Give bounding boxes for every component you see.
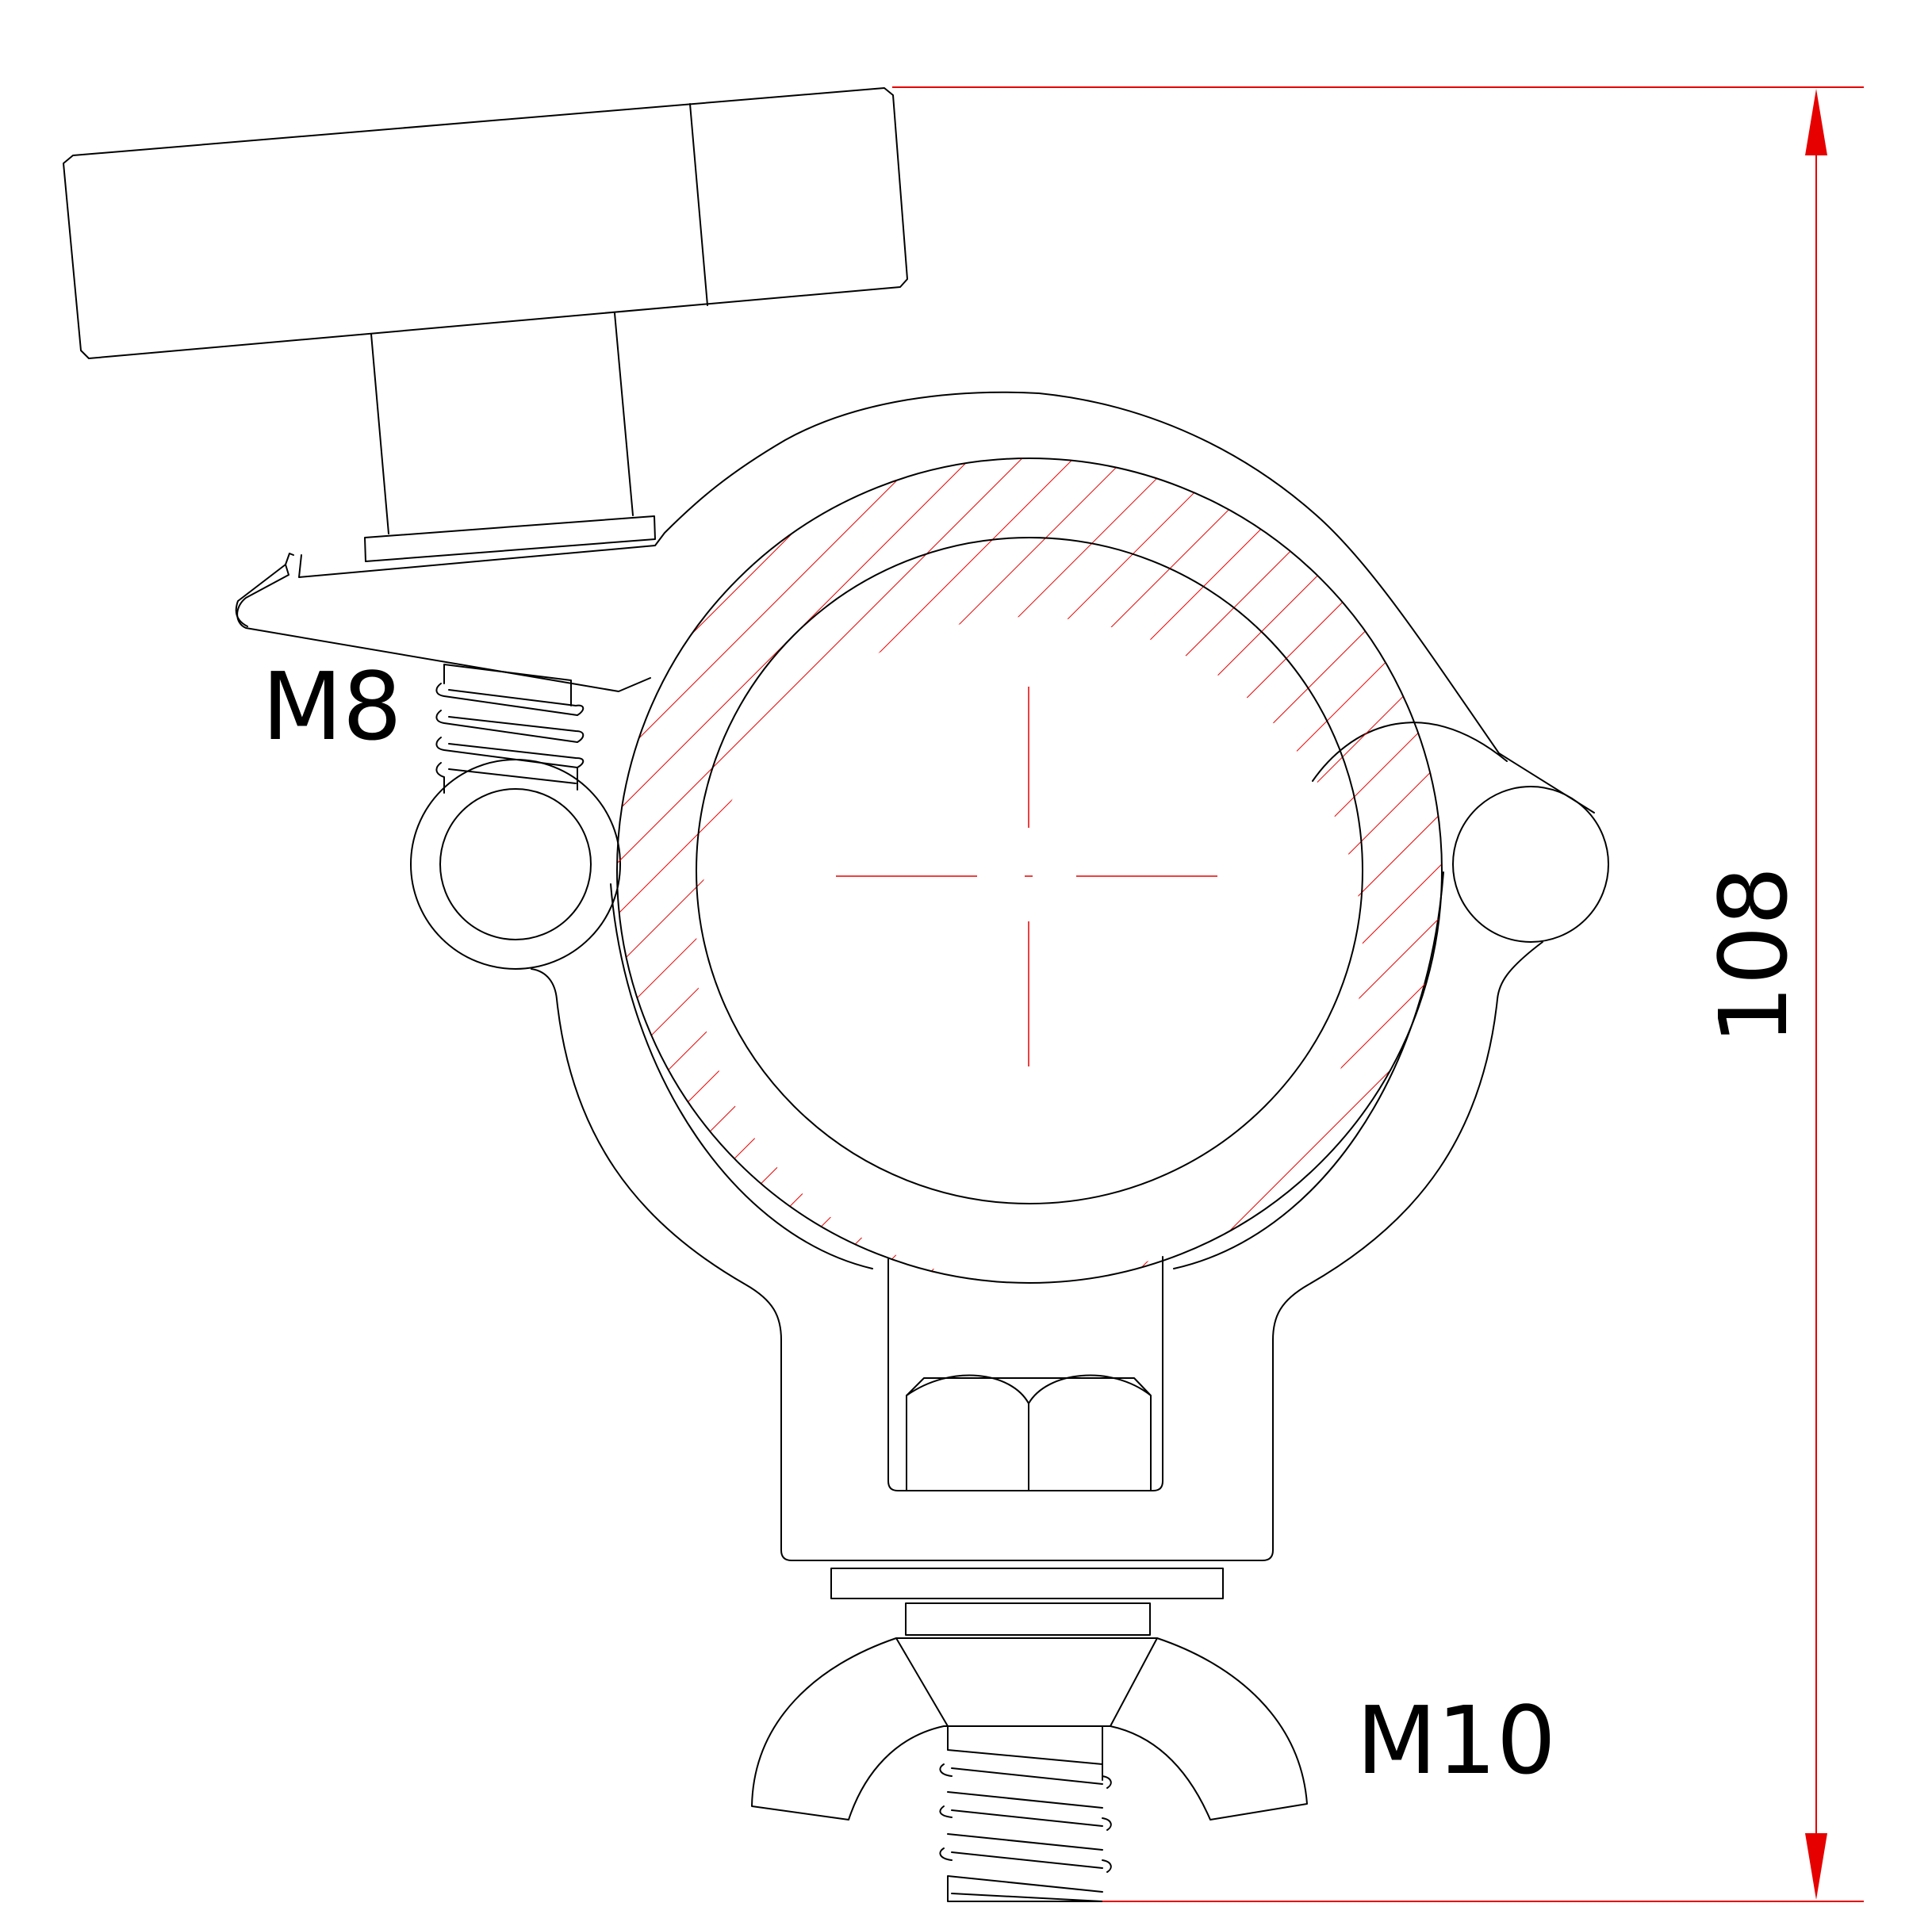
center-mark <box>836 687 1217 1066</box>
washers <box>830 1568 1224 1636</box>
dimension-arrow-bottom <box>1805 1833 1827 1900</box>
lever-pointer-tip <box>235 564 286 627</box>
clamp-body-slot <box>887 1256 1163 1491</box>
m8-thread <box>435 664 585 794</box>
right-knuckle <box>1452 786 1609 943</box>
right-knuckle-circle <box>1452 786 1609 943</box>
large-washer <box>830 1568 1224 1599</box>
t-handle-grip-division <box>689 103 708 306</box>
tube-wall-hatch <box>617 458 1442 1283</box>
t-handle-shaft <box>370 312 634 534</box>
height-dimension <box>892 86 1864 1902</box>
left-hinge-outer <box>410 759 621 970</box>
dimension-arrow-top <box>1805 89 1827 155</box>
tube-inner <box>696 537 1363 1204</box>
m10-label: M10 <box>1356 1686 1556 1795</box>
wing-nut-outline <box>751 1637 1308 1821</box>
t-handle-washer <box>364 515 656 562</box>
height-dimension-value: 108 <box>1699 866 1808 1044</box>
left-hinge-pin <box>439 788 592 940</box>
t-handle-grip <box>63 87 908 359</box>
tube-outer <box>616 458 1443 1284</box>
wing-nut-cone <box>895 1637 1158 1727</box>
clamp-inner-contour <box>610 871 1444 1269</box>
m8-label: M8 <box>262 652 402 761</box>
clamp-body-outline <box>531 941 1543 1561</box>
tube-section <box>616 458 1443 1284</box>
t-handle <box>63 87 908 562</box>
m10-thread <box>939 1725 1112 1902</box>
left-hinge <box>410 759 621 970</box>
small-washer <box>905 1602 1151 1636</box>
hex-nut <box>906 1374 1152 1491</box>
wing-nut <box>751 1637 1308 1821</box>
